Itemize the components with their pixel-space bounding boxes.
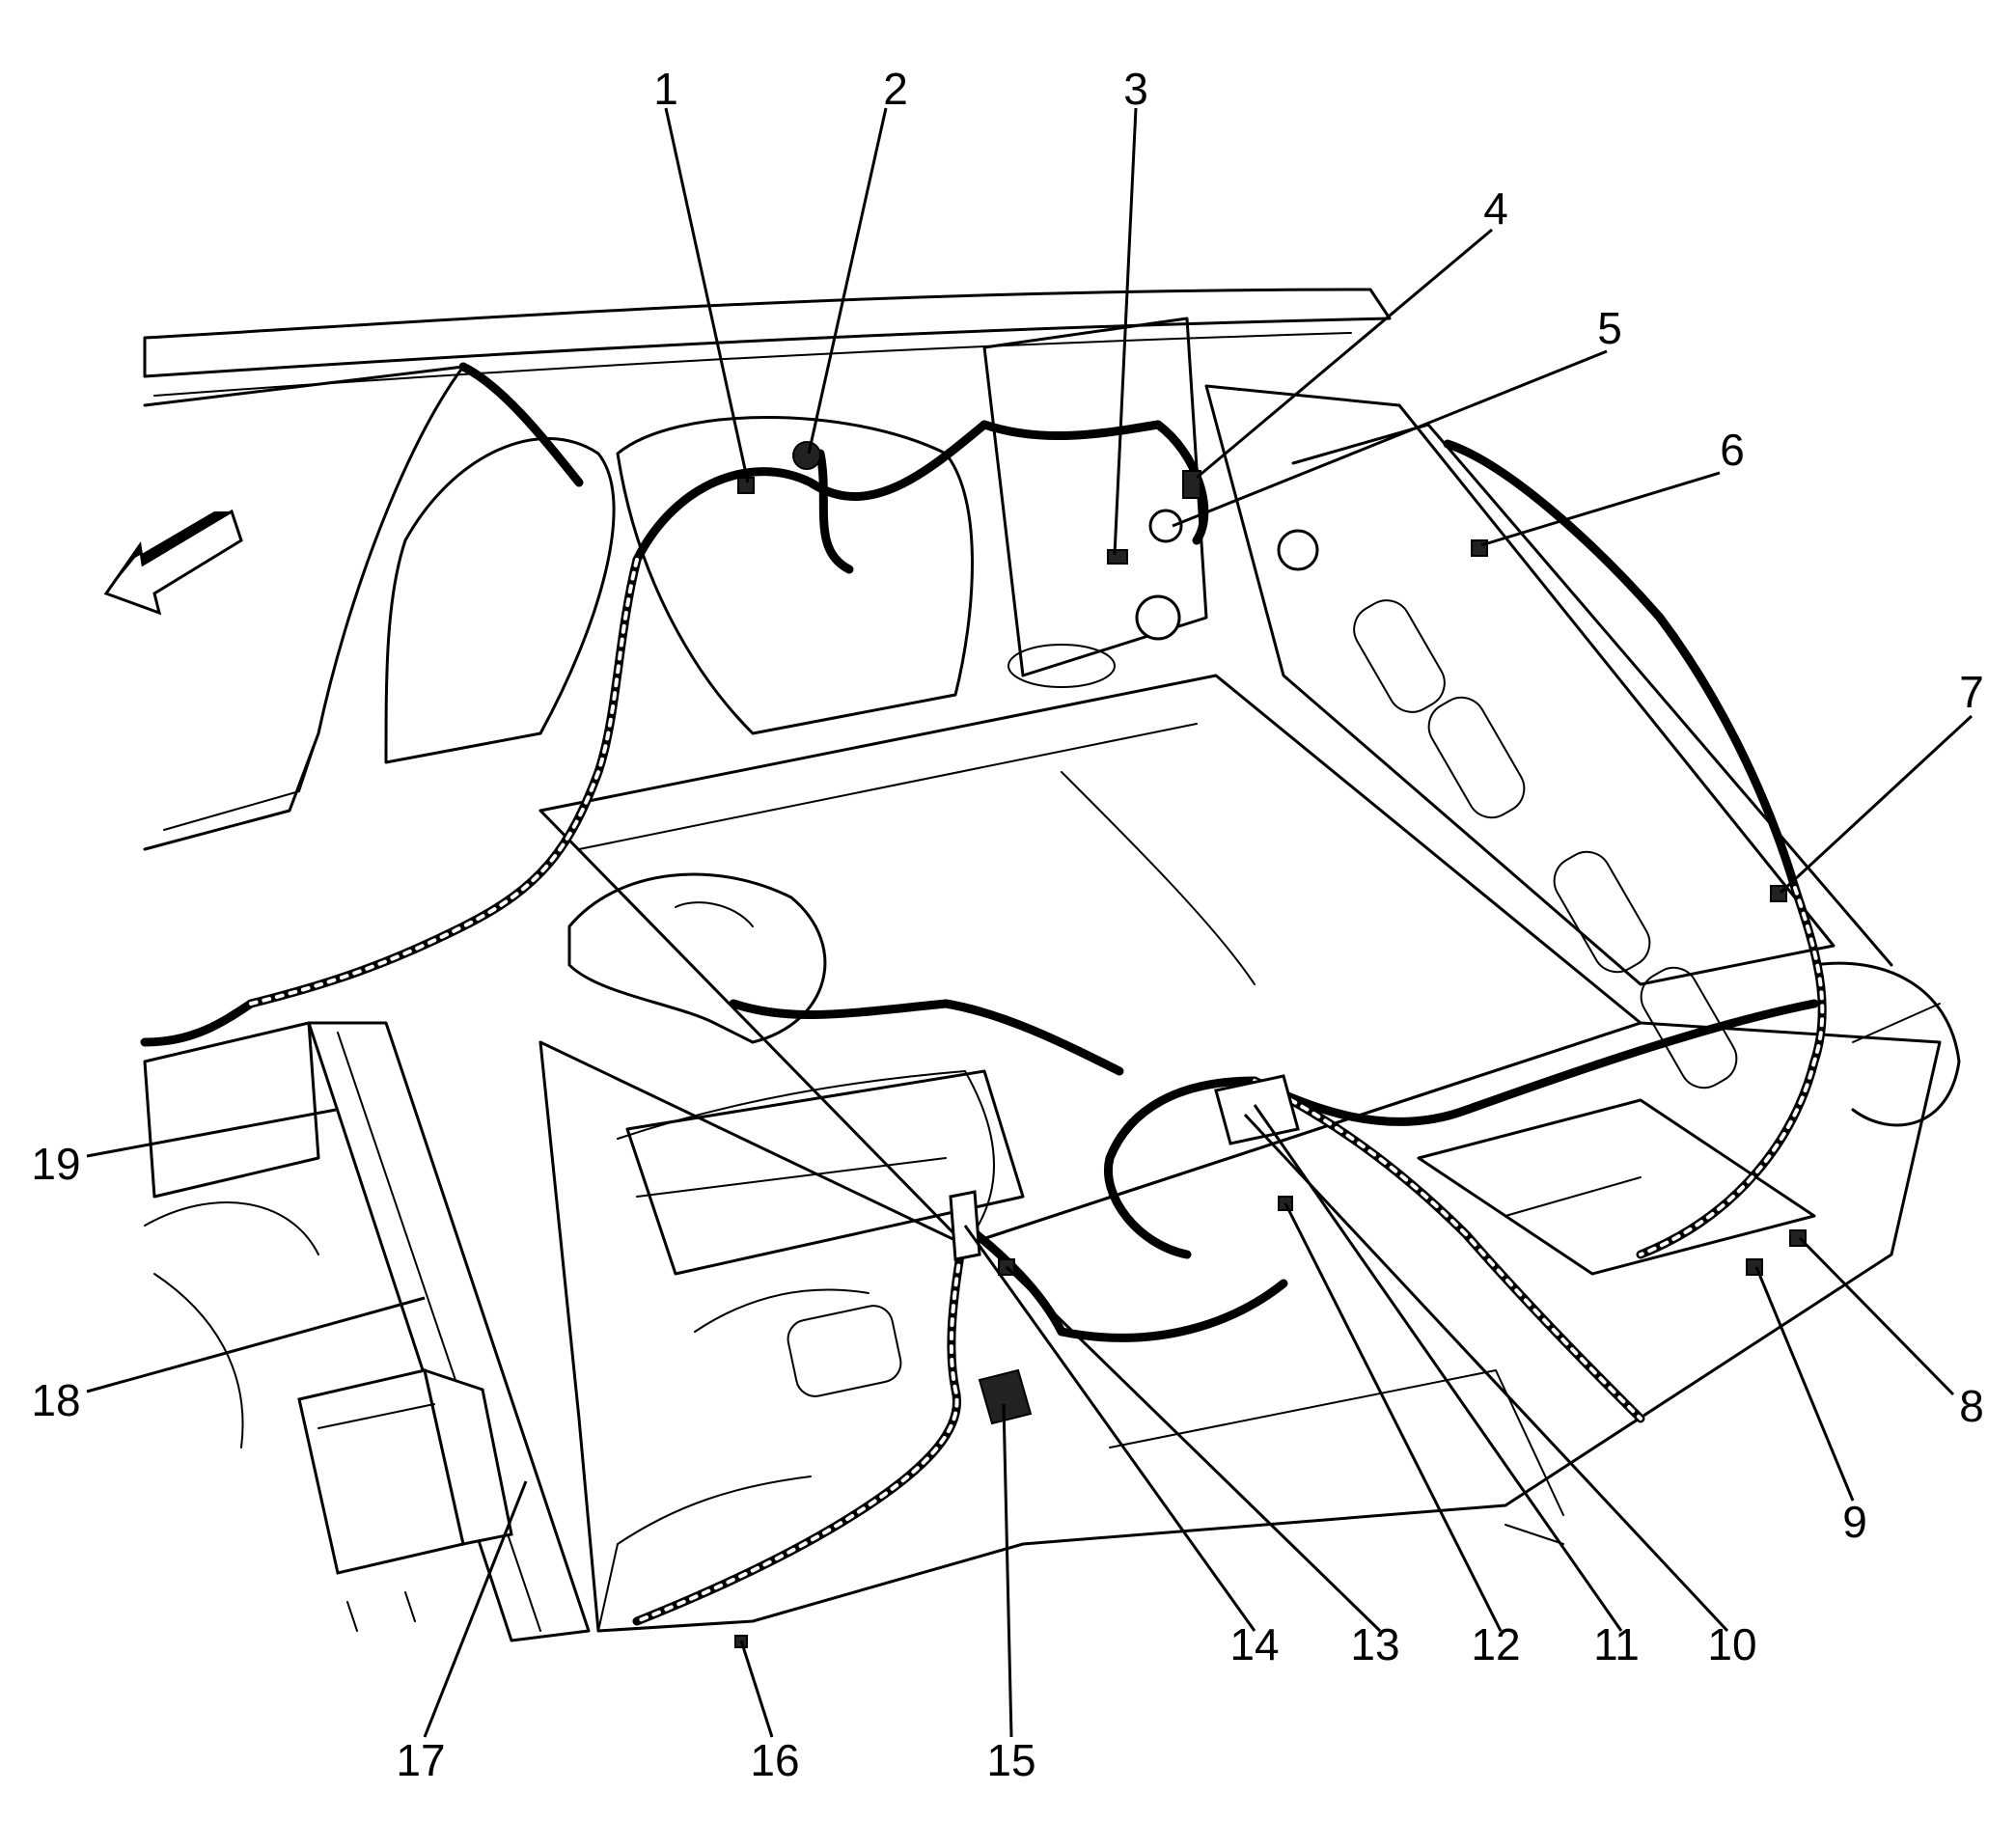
connector-3 xyxy=(1107,549,1128,565)
grommet-right xyxy=(1277,529,1319,571)
wiring-harness xyxy=(140,362,1827,1626)
callout-19: 19 xyxy=(31,1139,80,1189)
callout-13: 13 xyxy=(1350,1619,1399,1669)
callout-5: 5 xyxy=(1597,303,1622,353)
callout-2: 2 xyxy=(883,64,908,114)
connector-2 xyxy=(792,441,821,470)
callout-15: 15 xyxy=(986,1735,1035,1785)
control-module-box xyxy=(297,1367,513,1632)
callout-16: 16 xyxy=(750,1735,799,1785)
callout-17: 17 xyxy=(396,1735,445,1785)
connector-5 xyxy=(1148,509,1183,543)
callout-8: 8 xyxy=(1959,1381,1984,1431)
front-direction-arrow-icon xyxy=(103,509,243,616)
callout-7: 7 xyxy=(1959,667,1984,717)
callout-14: 14 xyxy=(1229,1619,1279,1669)
callout-1: 1 xyxy=(653,64,678,114)
callout-9: 9 xyxy=(1842,1497,1867,1547)
callout-3: 3 xyxy=(1123,64,1148,114)
callout-12: 12 xyxy=(1471,1619,1520,1669)
callout-11: 11 xyxy=(1593,1619,1640,1669)
callout-10: 10 xyxy=(1707,1619,1756,1669)
connector-4 xyxy=(1182,470,1201,499)
grommet xyxy=(1135,594,1181,641)
leader-lines xyxy=(86,107,1974,1738)
callout-6: 6 xyxy=(1720,425,1745,475)
callout-18: 18 xyxy=(31,1375,80,1425)
callout-labels: 1 2 3 4 5 6 7 8 9 10 11 12 13 14 15 16 1… xyxy=(31,64,1983,1785)
callout-4: 4 xyxy=(1483,183,1508,234)
vehicle-body-outline xyxy=(143,288,1961,1642)
component-15 xyxy=(978,1368,1033,1425)
